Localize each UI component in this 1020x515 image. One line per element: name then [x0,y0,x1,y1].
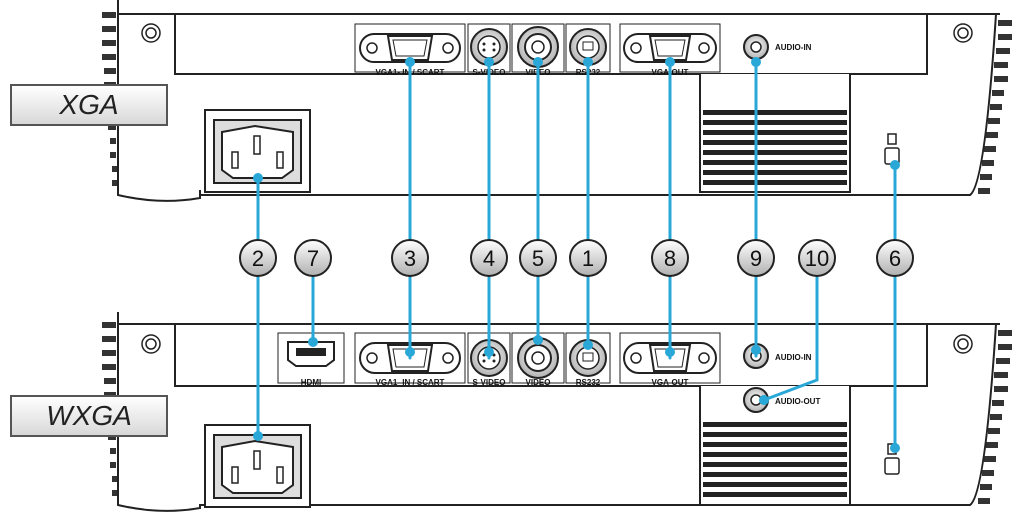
bottom-center-vent [703,422,847,497]
top-rs232-port [565,23,611,73]
line-audio-out [762,275,819,402]
callout-5: 5 [519,239,557,277]
top-center-vent [703,110,847,185]
top-audio-in-port [743,34,769,60]
svg-text:4: 4 [483,246,495,271]
callout-6: 6 [876,239,914,277]
connector-lines [256,60,897,450]
svg-text:10: 10 [805,246,829,271]
top-panel: VGA1- IN / SCART S-VIDEO VIDEO RS232 [102,0,1012,202]
callout-1: 1 [569,239,607,277]
bottom-power-socket [204,424,311,508]
bottom-svideo-label: S-VIDEO [473,378,506,387]
svg-text:6: 6 [889,246,901,271]
bottom-video-label: VIDEO [526,378,551,387]
callout-10: 10 [798,239,836,277]
svg-text:2: 2 [252,246,264,271]
svg-text:9: 9 [750,246,762,271]
bottom-right-screw [953,334,973,354]
top-right-vents [978,20,1012,194]
bottom-hdmi-port [277,332,345,384]
bottom-left-screw [141,334,161,354]
top-power-socket [204,109,311,193]
model-label-wxga: WXGA [10,395,168,437]
model-label-xga: XGA [10,84,168,126]
bottom-panel: HDMI VGA1- IN / SCART S-VIDEO VIDEO [102,312,1012,512]
bottom-vga-out-label: VGA-OUT [652,378,689,387]
bottom-video-port [511,332,565,384]
callout-4: 4 [470,239,508,277]
bottom-audio-out-label: AUDIO-OUT [775,397,820,406]
callout-3: 3 [391,239,429,277]
callout-7: 7 [294,239,332,277]
svg-text:3: 3 [404,246,416,271]
callout-2: 2 [239,239,277,277]
top-right-screw [953,23,973,43]
bottom-audio-in-label: AUDIO-IN [775,353,812,362]
top-audio-in-label: AUDIO-IN [775,43,812,52]
bottom-hdmi-label: HDMI [301,378,321,387]
connector-dots [253,57,900,453]
top-vga-out-port [619,23,721,73]
bottom-vga-in-label: VGA1- IN / SCART [376,378,445,387]
callout-8: 8 [651,239,689,277]
bottom-rs232-label: RS232 [576,378,601,387]
svg-text:1: 1 [582,246,594,271]
svg-text:7: 7 [307,246,319,271]
bottom-right-vents [978,330,1012,504]
top-kensington-lock-icon [884,133,900,165]
svg-text:5: 5 [532,246,544,271]
top-left-screw [141,23,161,43]
svg-text:8: 8 [664,246,676,271]
callout-9: 9 [737,239,775,277]
